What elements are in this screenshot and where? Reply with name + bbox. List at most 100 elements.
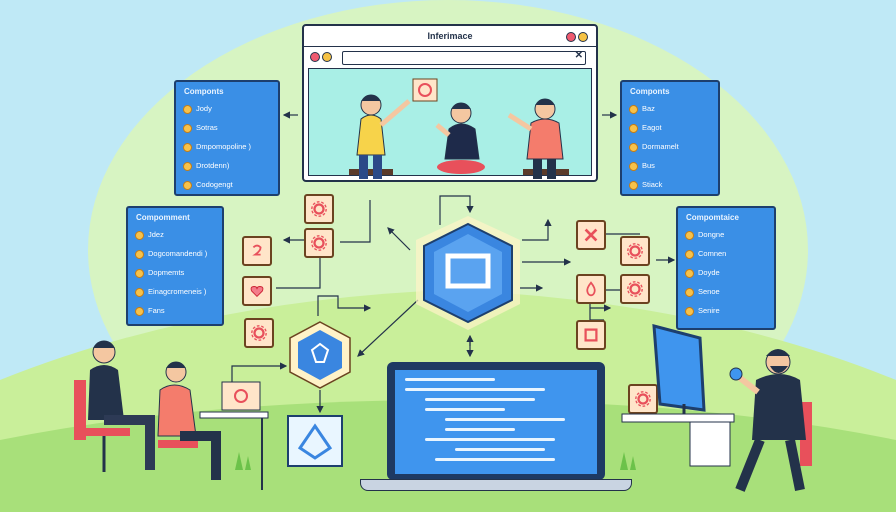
arrow-left-branch xyxy=(317,295,372,316)
center-hexagon xyxy=(416,216,520,330)
tile-gear-3[interactable] xyxy=(244,318,274,348)
panel-title: Componts xyxy=(184,87,224,96)
line-tile-heart xyxy=(276,254,321,289)
tile-gear-6[interactable] xyxy=(628,384,658,414)
tile-x[interactable] xyxy=(576,220,606,250)
panel-mid-left: Compomment Jdez Dogcomandendi ) Dopmemts… xyxy=(126,206,224,326)
bullet-icon xyxy=(135,288,144,297)
list-item[interactable]: Doyde xyxy=(678,263,774,282)
bullet-icon xyxy=(685,269,694,278)
gear-icon xyxy=(418,83,432,97)
gear-icon xyxy=(627,281,643,297)
bullet-icon xyxy=(629,124,638,133)
tile-gear-5[interactable] xyxy=(620,274,650,304)
code-line xyxy=(405,378,495,381)
tile-gear-2[interactable] xyxy=(304,228,334,258)
diamond-card xyxy=(287,415,343,467)
minimize-dot-icon[interactable] xyxy=(578,32,588,42)
browser-window: Inferimace ✕ xyxy=(302,24,598,182)
bullet-icon xyxy=(685,288,694,297)
code-line xyxy=(445,428,515,431)
list-item[interactable]: Senoe xyxy=(678,282,774,301)
code-line xyxy=(405,388,545,391)
gear-icon xyxy=(635,391,651,407)
list-item[interactable]: Drotdenn) xyxy=(176,156,278,175)
bullet-icon xyxy=(685,250,694,259)
laptop-base xyxy=(360,479,632,491)
developer-right xyxy=(729,349,812,492)
bullet-icon xyxy=(135,250,144,259)
gear-icon xyxy=(311,201,327,217)
list-item[interactable]: Jody xyxy=(176,99,278,118)
hook-icon xyxy=(252,244,262,256)
team-illustration xyxy=(349,78,569,179)
list-item[interactable]: Dormamelt xyxy=(622,137,718,156)
panel-title: Compomtaice xyxy=(686,213,739,222)
list-item[interactable]: Einagcromeneis ) xyxy=(128,282,222,301)
bullet-icon xyxy=(629,162,638,171)
bullet-icon xyxy=(629,181,638,190)
bullet-icon xyxy=(135,307,144,316)
list-item[interactable]: Senire xyxy=(678,301,774,320)
bullet-icon xyxy=(685,231,694,240)
tile-gear[interactable] xyxy=(304,194,334,224)
bullet-icon xyxy=(629,143,638,152)
list-item[interactable]: Jdez xyxy=(128,225,222,244)
heart-icon xyxy=(250,286,264,298)
x-icon xyxy=(584,228,598,242)
developer-left-1 xyxy=(74,340,155,472)
address-bar: ✕ xyxy=(308,48,592,66)
red-dot-icon[interactable] xyxy=(310,52,320,62)
hexagon-icon xyxy=(445,253,491,289)
bullet-icon xyxy=(183,181,192,190)
right-desk xyxy=(621,324,735,467)
tile-hook[interactable] xyxy=(242,236,272,266)
bullet-icon xyxy=(135,231,144,240)
mid-hexagon xyxy=(289,321,351,389)
panel-top-left: Componts Jody Sotras Dmpomopoline ) Drot… xyxy=(174,80,280,196)
gear-icon xyxy=(234,389,248,403)
list-item[interactable]: Dmpomopoline ) xyxy=(176,137,278,156)
code-line xyxy=(425,398,535,401)
bullet-icon xyxy=(183,105,192,114)
left-desk xyxy=(199,381,269,490)
close-icon[interactable]: ✕ xyxy=(574,50,583,61)
list-item[interactable]: Codogengt xyxy=(176,175,278,194)
close-dot-icon[interactable] xyxy=(566,32,576,42)
diamond-icon xyxy=(297,423,333,460)
code-line xyxy=(445,418,565,421)
panel-top-right: Componts Baz Eagot Dormamelt Bus Stiack xyxy=(620,80,720,196)
list-item[interactable]: Dogcomandendi ) xyxy=(128,244,222,263)
person-yellow-shirt xyxy=(349,94,411,179)
bullet-icon xyxy=(183,143,192,152)
laptop-screen xyxy=(387,362,605,480)
url-input[interactable]: ✕ xyxy=(342,50,586,65)
list-item[interactable]: Stiack xyxy=(622,175,718,194)
list-item[interactable]: Fans xyxy=(128,301,222,320)
tile-flame[interactable] xyxy=(576,274,606,304)
code-line xyxy=(425,408,505,411)
yellow-dot-icon[interactable] xyxy=(322,52,332,62)
tile-heart[interactable] xyxy=(242,276,272,306)
list-item[interactable]: Sotras xyxy=(176,118,278,137)
bullet-icon xyxy=(183,162,192,171)
list-item[interactable]: Dopmemts xyxy=(128,263,222,282)
list-item[interactable]: Eagot xyxy=(622,118,718,137)
globe-icon xyxy=(729,367,743,381)
bullet-icon xyxy=(685,307,694,316)
tile-square[interactable] xyxy=(576,320,606,350)
tile-gear-4[interactable] xyxy=(620,236,650,266)
panel-mid-right: Compomtaice Dongne Comnen Doyde Senoe Se… xyxy=(676,206,776,330)
gear-card xyxy=(412,78,438,102)
list-item[interactable]: Dongne xyxy=(678,225,774,244)
arrow-browser-hex xyxy=(439,195,474,225)
list-item[interactable]: Baz xyxy=(622,99,718,118)
list-item[interactable]: Bus xyxy=(622,156,718,175)
list-item[interactable]: Comnen xyxy=(678,244,774,263)
gear-icon xyxy=(311,235,327,251)
developer-left-2 xyxy=(157,361,221,480)
hexagon-icon xyxy=(310,342,330,363)
